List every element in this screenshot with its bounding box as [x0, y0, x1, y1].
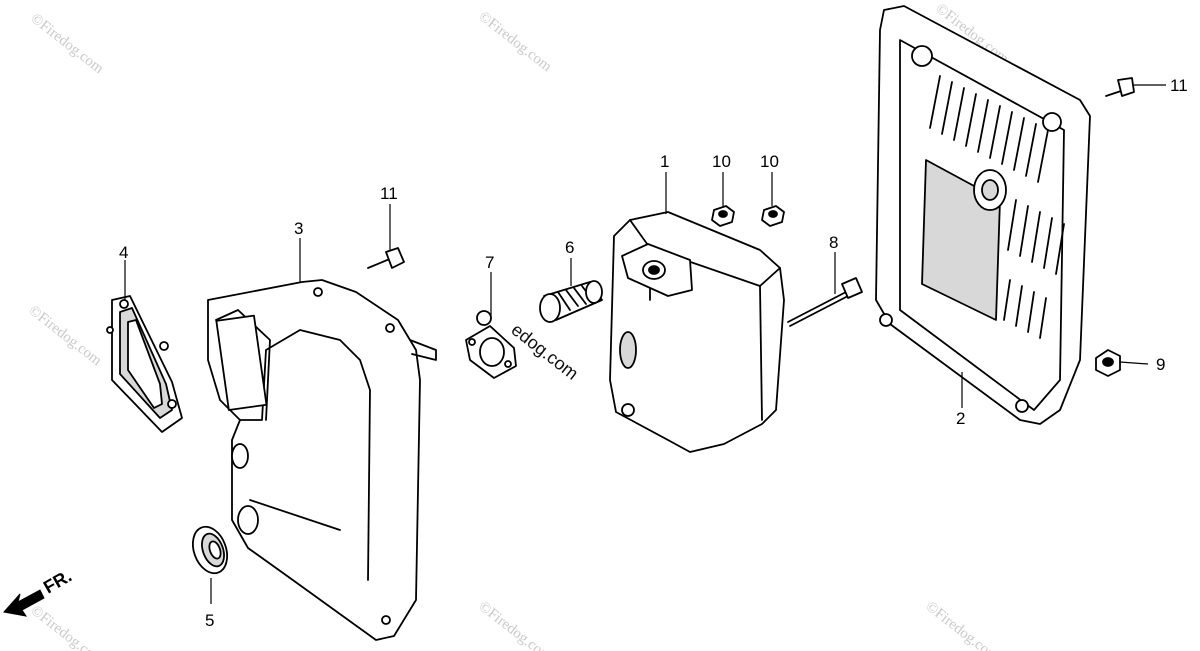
- callout-5: 5: [205, 611, 214, 630]
- part-packing-5: [191, 525, 229, 575]
- callout-11-right: 11: [1170, 76, 1188, 95]
- callout-8: 8: [829, 233, 838, 252]
- part-gasket-7: [465, 310, 517, 379]
- watermark-center: edog.com: [508, 319, 583, 383]
- part-gasket-4: [106, 295, 183, 433]
- part-bolt-11-right: [1105, 77, 1135, 97]
- watermark-bottom-left: ©Firedog.com: [28, 603, 107, 651]
- callout-3: 3: [294, 219, 303, 238]
- part-nut-10-left: [711, 205, 735, 227]
- callout-2: 2: [956, 409, 965, 428]
- watermark-top-left: ©Firedog.com: [28, 11, 107, 78]
- watermark-bottom-center: ©Firedog.com: [476, 599, 555, 651]
- part-muffler-1: [609, 211, 785, 453]
- callout-1: 1: [660, 152, 669, 171]
- callout-numbers: 1 2 3 4 5 6 7 8 9 10 10 11 11: [119, 76, 1188, 630]
- part-bolt-11-left: [367, 247, 405, 269]
- front-arrow-icon: [3, 589, 45, 617]
- front-label: FR.: [40, 566, 75, 598]
- part-nut-10-right: [761, 205, 785, 227]
- watermark-top-center: ©Firedog.com: [476, 9, 555, 76]
- watermark-left-mid: ©Firedog.com: [26, 303, 105, 370]
- watermarks: ©Firedog.com ©Firedog.com ©Firedog.com ©…: [26, 1, 1012, 651]
- part-nut-9: [1095, 349, 1121, 377]
- callout-6: 6: [565, 238, 574, 257]
- cover-slots: [929, 75, 1065, 339]
- callout-10-left: 10: [712, 152, 731, 171]
- part-bolt-8: [787, 277, 863, 327]
- callout-4: 4: [119, 243, 128, 262]
- part-spark-arrester-6: [539, 280, 603, 323]
- watermark-bottom-right: ©Firedog.com: [923, 599, 1002, 651]
- callout-7: 7: [485, 253, 494, 272]
- callout-9: 9: [1156, 355, 1165, 374]
- leader-lines: [124, 84, 1166, 604]
- part-cover-2: [875, 5, 1091, 425]
- callout-11-left: 11: [380, 184, 398, 203]
- callout-10-right: 10: [760, 152, 779, 171]
- part-muffler-protector-3: [207, 279, 437, 641]
